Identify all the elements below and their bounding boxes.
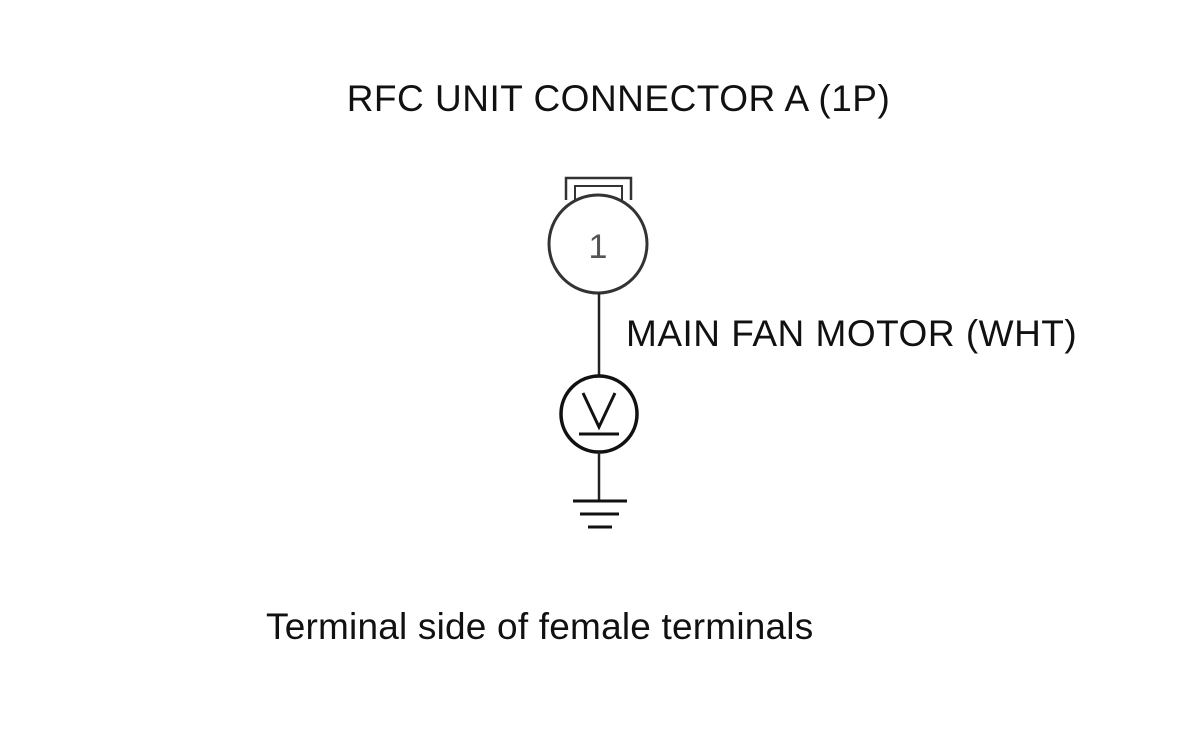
wire-label: MAIN FAN MOTOR (WHT) [626, 313, 1078, 354]
view-caption: Terminal side of female terminals [266, 606, 814, 647]
terminal-number: 1 [589, 228, 608, 266]
connector-title: RFC UNIT CONNECTOR A (1P) [346, 78, 891, 119]
fan-motor-symbol [559, 374, 639, 454]
ground-icon [573, 499, 627, 529]
